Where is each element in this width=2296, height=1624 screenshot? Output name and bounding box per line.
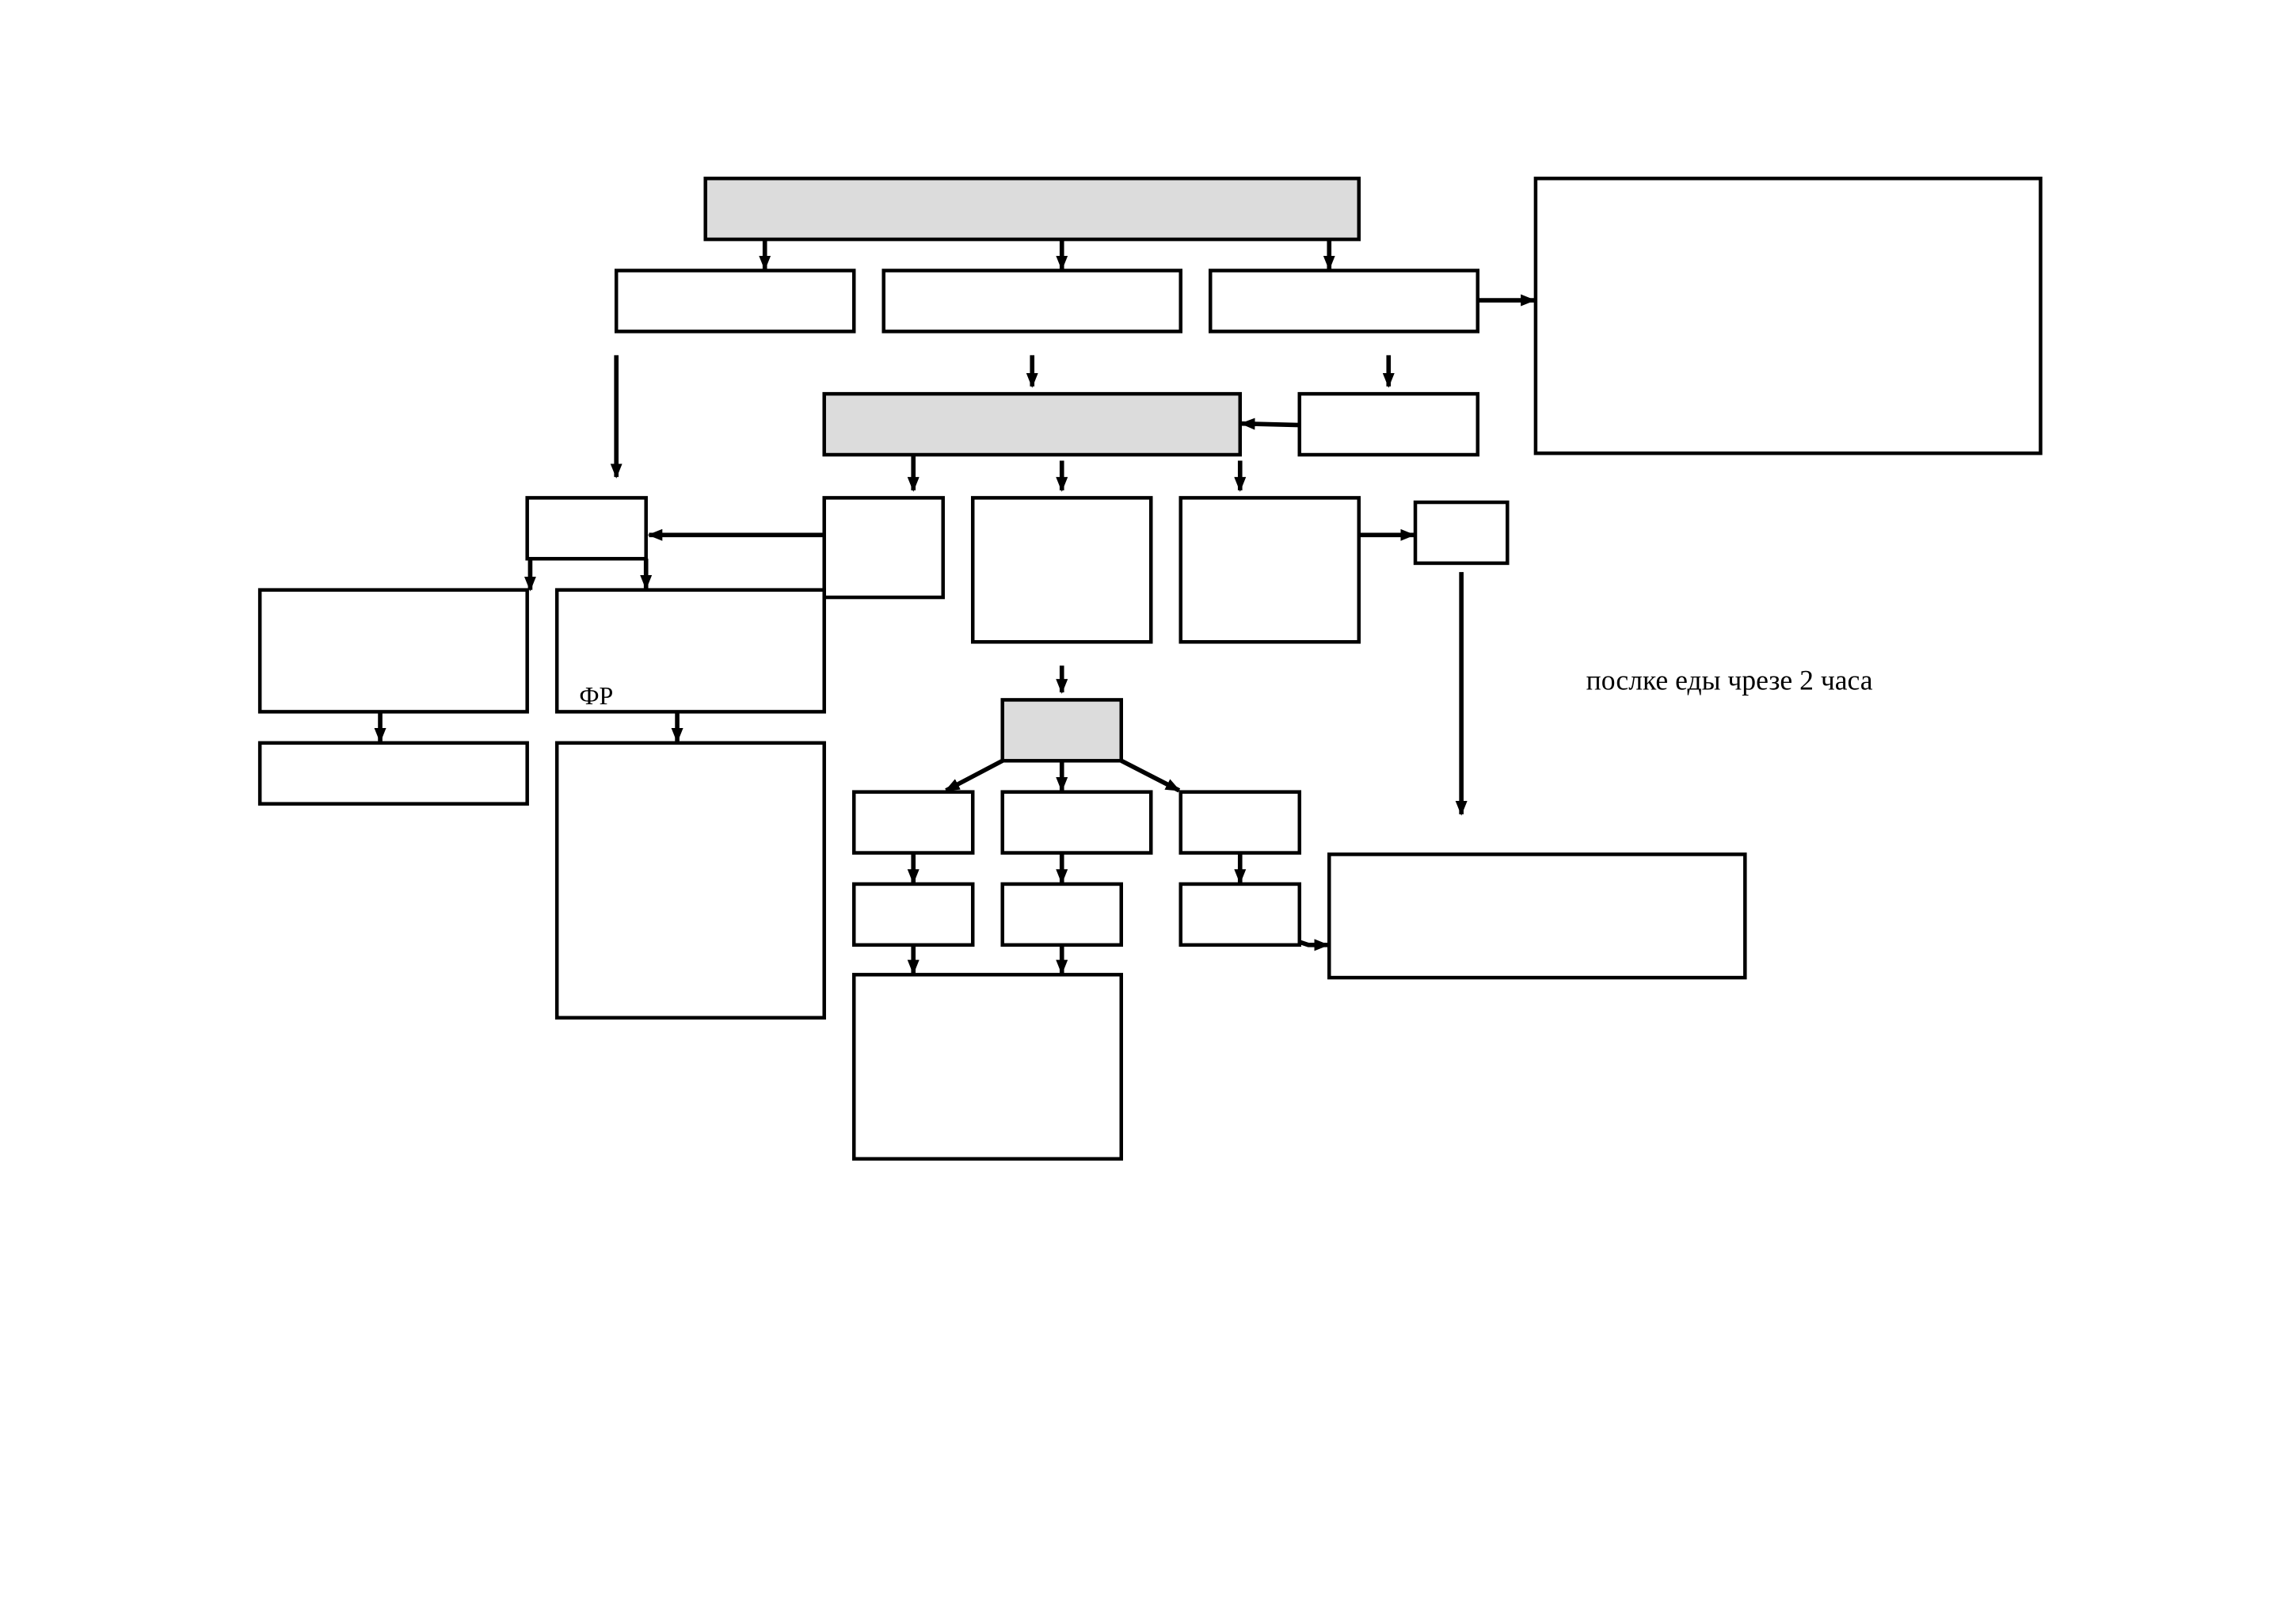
large-right-box xyxy=(1533,176,2043,456)
box-label-fr: ФР xyxy=(579,682,613,710)
sub-box-2 xyxy=(1000,790,1153,855)
third-header-box xyxy=(1000,698,1123,763)
annotation-note: послке еды чрезе 2 часа xyxy=(1586,664,1873,696)
level1-center-box xyxy=(881,269,1183,334)
left-branch-box-a xyxy=(257,588,529,714)
right-result-box xyxy=(1327,852,1747,980)
level3-box-3 xyxy=(1178,496,1361,644)
left-branch-box-a-result xyxy=(257,741,529,806)
left-branch-tall-box xyxy=(554,741,826,1020)
level1-left-box xyxy=(614,269,856,334)
sub-box-3 xyxy=(1178,790,1302,855)
arrow-side-to-second-header xyxy=(1239,417,1300,430)
bottom-result-box xyxy=(851,973,1123,1161)
sub-box-1 xyxy=(851,790,975,855)
sub-box-3-next xyxy=(1178,882,1302,947)
level1-right-box xyxy=(1209,269,1480,334)
left-branch-box-b xyxy=(554,588,826,714)
arrow-third-to-sub3 xyxy=(1120,758,1181,793)
level3-box-1 xyxy=(822,496,945,600)
arrow-third-to-sub1 xyxy=(944,758,1004,793)
level3-small-right-box xyxy=(1413,500,1510,566)
sub-box-2-next xyxy=(1000,882,1123,947)
small-left-box xyxy=(525,496,648,561)
arrow-sub3-next-to-right-result xyxy=(1298,939,1330,951)
side-small-box xyxy=(1297,391,1480,457)
level3-box-2 xyxy=(970,496,1153,644)
sub-box-1-next xyxy=(851,882,975,947)
top-header-box xyxy=(703,176,1361,242)
second-header-box xyxy=(822,391,1243,457)
